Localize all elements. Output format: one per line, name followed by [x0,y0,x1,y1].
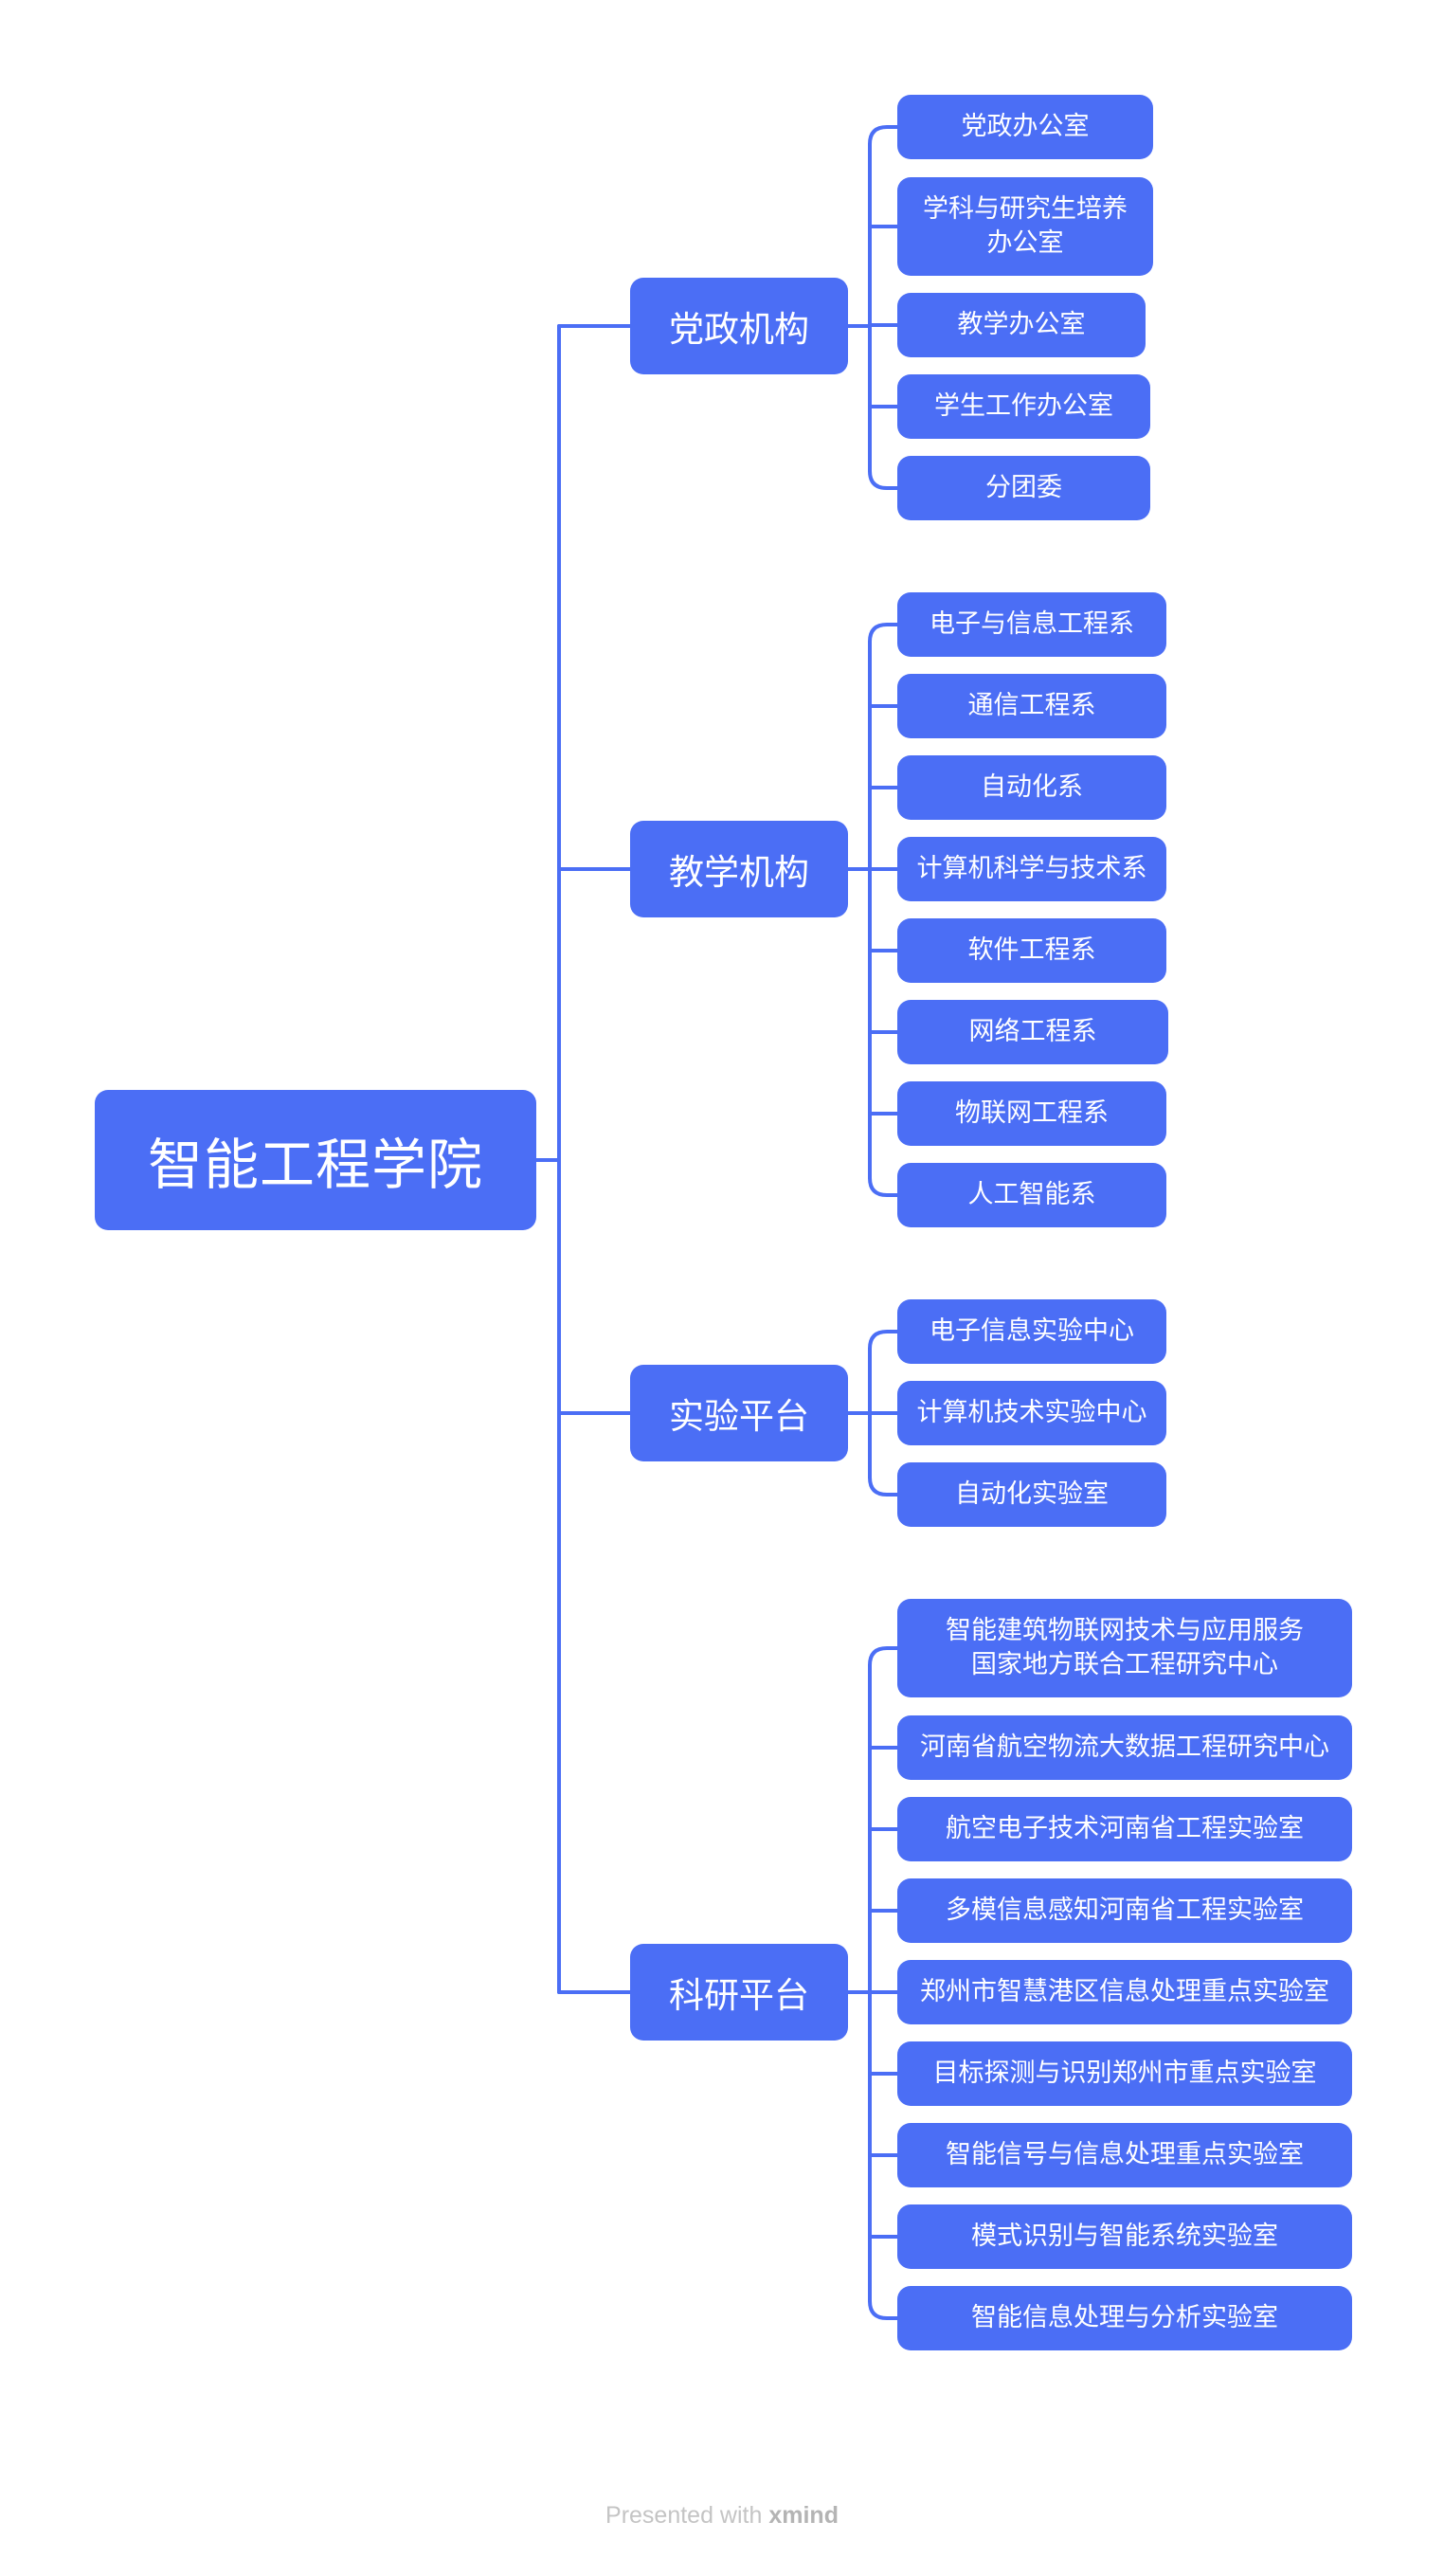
leaf-dept-network-eng[interactable]: 网络工程系 [897,1000,1168,1064]
root-topic[interactable]: 智能工程学院 [95,1090,536,1230]
leaf-research-target-detection-lab[interactable]: 目标探测与识别郑州市重点实验室 [897,2041,1352,2106]
leaf-connector-0-0 [868,125,899,146]
branch-lab-platform[interactable]: 实验平台 [630,1365,848,1461]
leaf-research-intelligent-signal-lab[interactable]: 智能信号与信息处理重点实验室 [897,2123,1352,2187]
leaf-research-smart-building-iot-center[interactable]: 智能建筑物联网技术与应用服务 国家地方联合工程研究中心 [897,1599,1352,1697]
leaf-youth-league-branch[interactable]: 分团委 [897,456,1150,520]
leaf-connector-2-0 [868,1330,899,1351]
leaf-lab-electronic-info-center[interactable]: 电子信息实验中心 [897,1299,1166,1364]
leaf-research-intelligent-info-analysis-lab[interactable]: 智能信息处理与分析实验室 [897,2286,1352,2350]
leaf-dept-artificial-intelligence[interactable]: 人工智能系 [897,1163,1166,1227]
leaf-dept-software-eng[interactable]: 软件工程系 [897,918,1166,983]
leaf-research-aviation-logistics-bigdata[interactable]: 河南省航空物流大数据工程研究中心 [897,1715,1352,1780]
footer: Presented with xmind [0,2502,1444,2530]
leaf-lab-automation[interactable]: 自动化实验室 [897,1462,1166,1527]
footer-brand-logo: xmind [768,2502,839,2529]
leaf-connector-1-7 [868,1176,899,1197]
leaf-connector-0-4 [868,469,899,490]
leaf-dept-electronic-info-eng[interactable]: 电子与信息工程系 [897,592,1166,657]
leaf-student-affairs-office[interactable]: 学生工作办公室 [897,374,1150,439]
leaf-connector-2-2 [868,1476,899,1497]
leaf-party-office[interactable]: 党政办公室 [897,95,1153,159]
leaf-research-port-info-processing-lab[interactable]: 郑州市智慧港区信息处理重点实验室 [897,1960,1352,2024]
leaf-discipline-graduate-office[interactable]: 学科与研究生培养 办公室 [897,177,1153,276]
leaf-connector-3-0 [868,1646,899,1667]
leaf-research-multimodal-sensing-lab[interactable]: 多模信息感知河南省工程实验室 [897,1878,1352,1943]
leaf-dept-iot-eng[interactable]: 物联网工程系 [897,1081,1166,1146]
leaf-dept-computer-science[interactable]: 计算机科学与技术系 [897,837,1166,901]
leaf-research-avionics-lab[interactable]: 航空电子技术河南省工程实验室 [897,1797,1352,1861]
branch-research-platform[interactable]: 科研平台 [630,1944,848,2041]
leaf-dept-communication-eng[interactable]: 通信工程系 [897,674,1166,738]
leaf-dept-automation[interactable]: 自动化系 [897,755,1166,820]
branch-party-admin[interactable]: 党政机构 [630,278,848,374]
leaf-lab-computer-tech-center[interactable]: 计算机技术实验中心 [897,1381,1166,1445]
leaf-connector-3-8 [868,2299,899,2320]
leaf-teaching-office[interactable]: 教学办公室 [897,293,1146,357]
branch-teaching[interactable]: 教学机构 [630,821,848,917]
leaf-research-pattern-recognition-lab[interactable]: 模式识别与智能系统实验室 [897,2204,1352,2269]
footer-prefix: Presented with [605,2502,763,2529]
leaf-connector-1-0 [868,623,899,644]
